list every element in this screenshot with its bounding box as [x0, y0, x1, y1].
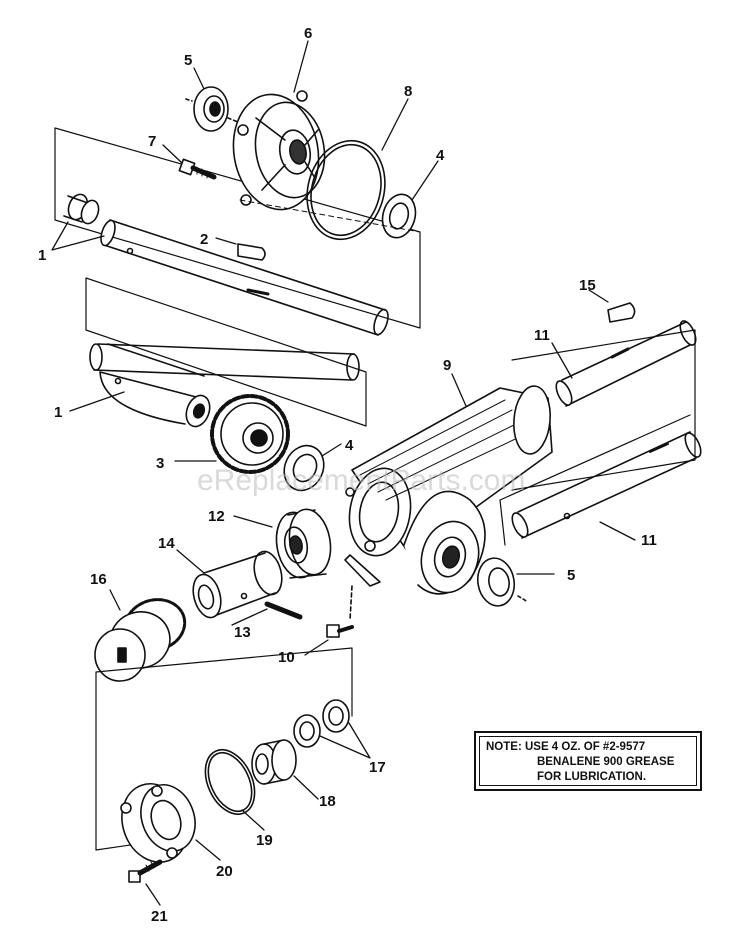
part-10-bolt	[326, 585, 354, 638]
lubrication-note: NOTE: USE 4 OZ. OF #2-9577 BENALENE 900 …	[479, 736, 697, 786]
part-13-pin	[264, 601, 303, 620]
note-line-1: NOTE: USE 4 OZ. OF #2-9577	[486, 741, 646, 753]
note-line-2: BENALENE 900 GREASE	[537, 756, 675, 768]
part-6-housing-cap	[232, 90, 326, 211]
callout-18: 18	[319, 793, 336, 810]
callout-15: 15	[579, 277, 596, 294]
part-18-bushing	[251, 739, 297, 785]
part-1-bushing-upper	[63, 193, 100, 225]
callout-7: 7	[148, 133, 156, 150]
callout-14: 14	[158, 535, 175, 552]
callout-9: 9	[443, 357, 451, 374]
callout-1-lower: 1	[54, 404, 62, 421]
part-2-key	[237, 243, 270, 296]
callout-10: 10	[278, 649, 295, 666]
part-1-shaft-upper	[100, 219, 389, 336]
callout-16: 16	[90, 571, 107, 588]
part-17-washers	[293, 699, 350, 748]
callout-4-lower: 4	[345, 437, 354, 454]
part-1-bushing-lower	[99, 343, 211, 428]
part-1-shaft-lower	[89, 343, 360, 385]
part-12-bearing	[275, 508, 332, 579]
callout-6: 6	[304, 25, 312, 42]
part-11-shaft-upper	[511, 320, 697, 491]
callout-17: 17	[369, 759, 386, 776]
callout-5-upper: 5	[184, 52, 192, 69]
callout-12: 12	[208, 508, 225, 525]
part-11-shaft-lower	[499, 414, 702, 546]
callout-20: 20	[216, 863, 233, 880]
lubrication-note-box: NOTE: USE 4 OZ. OF #2-9577 BENALENE 900 …	[474, 731, 702, 791]
leader-lines	[51, 40, 636, 906]
part-4-washer-lower	[283, 444, 325, 492]
callout-3: 3	[156, 455, 164, 472]
part-8-o-ring	[306, 139, 386, 241]
lower-assembly-frame	[95, 647, 353, 851]
callout-11-lower: 11	[641, 532, 657, 549]
part-9-gear-housing	[344, 385, 553, 595]
part-15-key	[607, 302, 636, 323]
part-14-sleeve	[192, 550, 283, 619]
part-7-bolt	[178, 158, 217, 180]
callout-4-upper: 4	[436, 147, 445, 164]
callout-11-upper: 11	[534, 327, 550, 344]
callout-8: 8	[404, 83, 412, 100]
part-5-seal-upper	[185, 86, 239, 132]
watermark-text: eReplacementParts.com	[197, 464, 525, 497]
callout-13: 13	[234, 624, 251, 641]
callout-5-lower: 5	[567, 567, 575, 584]
part-5-seal-lower	[476, 557, 529, 607]
part-21-bolt	[128, 859, 163, 883]
callout-1-upper: 1	[38, 247, 46, 264]
callout-19: 19	[256, 832, 273, 849]
middle-assembly-frame	[85, 277, 367, 427]
part-3-gear	[210, 394, 290, 474]
callout-labels: 1 1 2 3 4 4 5 5 6 7 8 9 10 11 11 12 13 1…	[38, 25, 657, 925]
part-20-end-cap	[120, 783, 196, 863]
callout-2: 2	[200, 231, 208, 248]
callout-21: 21	[151, 908, 168, 925]
note-line-3: FOR LUBRICATION.	[537, 771, 647, 783]
